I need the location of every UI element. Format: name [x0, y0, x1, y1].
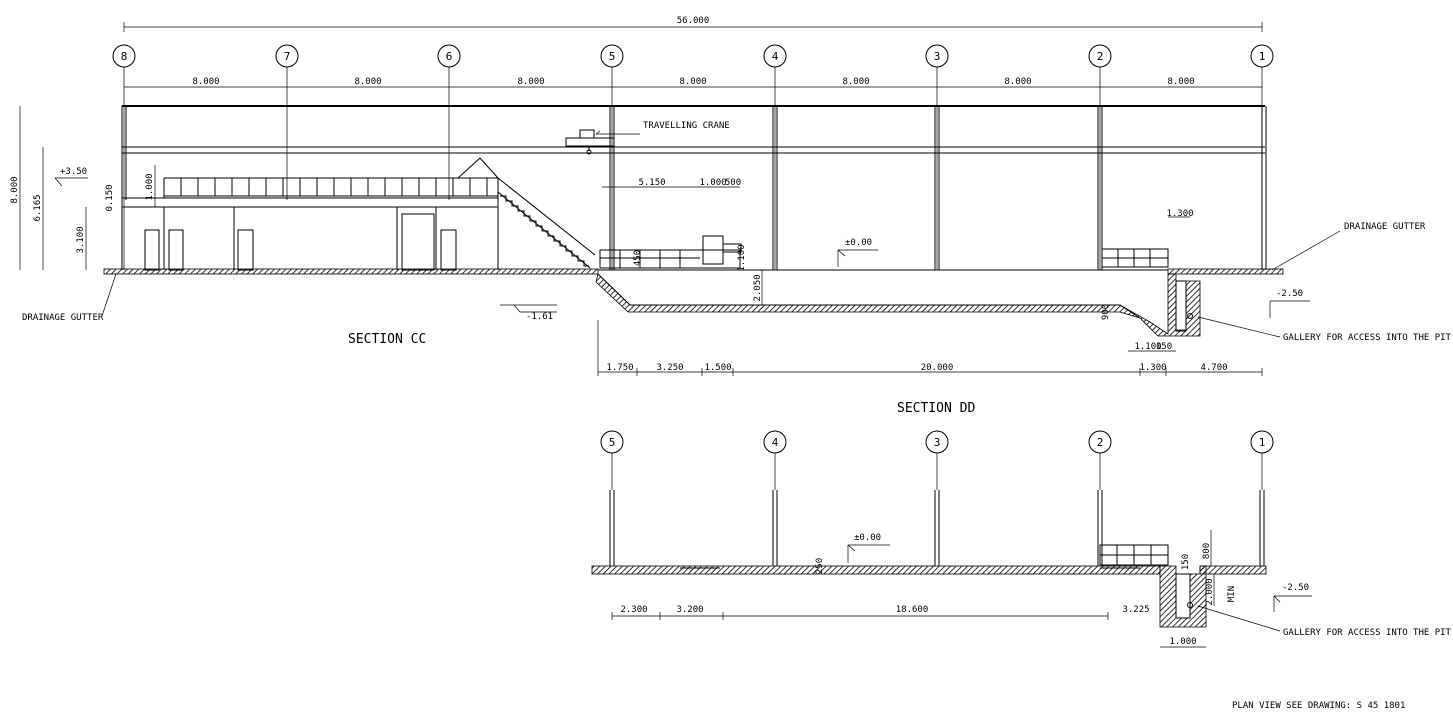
staircase [497, 177, 596, 269]
bay-dim-7: 8.000 [1167, 77, 1194, 87]
dd-grid-2-label: 2 [1097, 436, 1104, 449]
grid-5-label: 5 [609, 50, 616, 63]
dim-1000-dd: 1.000 [1169, 637, 1196, 647]
dim-2050: 2.050 [753, 274, 763, 301]
dim-450: 450 [633, 250, 643, 266]
dd-grid-4-label: 4 [772, 436, 779, 449]
bottom-dim-dd-3: 18.600 [896, 605, 929, 615]
pit-profile [595, 273, 1201, 337]
section-cc: 56.000 8.000 8.000 8.000 8.000 8.000 8.0… [10, 16, 1452, 376]
bottom-dim-cc-4: 20.000 [921, 363, 954, 373]
dim-8000: 8.000 [10, 176, 20, 203]
dim-6165: 6.165 [33, 194, 43, 221]
bottom-dim-dd-2: 3.200 [676, 605, 703, 615]
building-frame [121, 105, 1267, 270]
grid-8-label: 8 [121, 50, 128, 63]
section-cc-title: SECTION CC [348, 332, 426, 347]
bottom-dim-cc-5: 1.300 [1139, 363, 1166, 373]
cc-bottom-dims: 1.750 3.250 1.500 20.000 1.300 4.700 [597, 320, 1263, 376]
grid-3-label: 3 [934, 50, 941, 63]
crane-label: TRAVELLING CRANE [643, 121, 730, 131]
bottom-dim-cc-6: 4.700 [1200, 363, 1227, 373]
dd-grid-2: 2 [1088, 430, 1112, 566]
section-dd-title: SECTION DD [897, 401, 975, 416]
level-zero-cc: ±0.00 [845, 238, 872, 248]
grid-7: 7 [275, 44, 299, 200]
ground-line-cc [103, 268, 1284, 275]
dd-grid-3-label: 3 [934, 436, 941, 449]
gallery-label-cc: GALLERY FOR ACCESS INTO THE PIT [1283, 333, 1452, 343]
dd-grid-5: 5 [600, 430, 624, 566]
dim-500: 500 [725, 178, 741, 188]
bottom-dim-dd-4: 3.225 [1122, 605, 1149, 615]
grid-4: 4 [763, 44, 787, 270]
bay-dim-4: 8.000 [679, 77, 706, 87]
overall-dimension-label: 56.000 [677, 16, 710, 26]
bottom-dim-cc-1: 1.750 [606, 363, 633, 373]
dd-grid-1-label: 1 [1259, 436, 1266, 449]
bay-dim-6: 8.000 [1004, 77, 1031, 87]
grid-3: 3 [925, 44, 949, 270]
dim-1100: 1.100 [737, 244, 747, 271]
pit-railing-right [1101, 248, 1169, 268]
dd-grid-3: 3 [925, 430, 949, 566]
drainage-left-label: DRAINAGE GUTTER [22, 313, 104, 323]
level-plus350: +3.50 [60, 167, 87, 177]
dim-min: MIN [1227, 586, 1237, 602]
dim-3100: 3.100 [76, 226, 86, 253]
cc-annotations: +3.50 8.000 6.165 3.100 0.150 1.000 DRAI… [10, 106, 1452, 352]
bay-dim-3: 8.000 [517, 77, 544, 87]
bay-dim-5: 8.000 [842, 77, 869, 87]
bay-dim-2: 8.000 [354, 77, 381, 87]
bay-dimensions: 8.000 8.000 8.000 8.000 8.000 8.000 8.00… [124, 77, 1262, 88]
dd-railing [1099, 544, 1169, 566]
plan-view-note: PLAN VIEW SEE DRAWING: S 45 1801 [1232, 701, 1405, 711]
dd-grid-1: 1 [1250, 430, 1274, 566]
drainage-right-label: DRAINAGE GUTTER [1344, 222, 1426, 232]
grid-4-label: 4 [772, 50, 779, 63]
bottom-dim-dd-1: 2.300 [620, 605, 647, 615]
bottom-dim-cc-3: 1.500 [704, 363, 731, 373]
grid-2-label: 2 [1097, 50, 1104, 63]
bay-dim-1: 8.000 [192, 77, 219, 87]
level-minus250-dd: -2.50 [1282, 583, 1309, 593]
bottom-dim-cc-2: 3.250 [656, 363, 683, 373]
dim-250: 250 [815, 558, 825, 574]
dim-150: 150 [1156, 342, 1172, 352]
overall-dimension: 56.000 [123, 16, 1263, 32]
level-minus250-cc: -2.50 [1276, 289, 1303, 299]
grid-2: 2 [1088, 44, 1112, 270]
dim-1000-h: 1.000 [699, 178, 726, 188]
grid-6-label: 6 [446, 50, 453, 63]
gallery-label-dd: GALLERY FOR ACCESS INTO THE PIT [1283, 628, 1452, 638]
dim-0150: 0.150 [105, 184, 115, 211]
grid-6: 6 [437, 44, 461, 200]
grid-7-label: 7 [284, 50, 291, 63]
dim-5150: 5.150 [638, 178, 665, 188]
dim-900: 900 [1101, 304, 1111, 320]
grid-5: 5 [600, 44, 624, 270]
dim-2000: 2.000 [1205, 578, 1215, 605]
ground-line-dd [591, 565, 1267, 628]
dd-annotations: ±0.00 250 150 800 2.000 MIN -2.50 GALLER… [815, 530, 1452, 648]
dim-150-dd: 150 [1181, 554, 1191, 570]
dim-800: 800 [1202, 543, 1212, 559]
grid-1-label: 1 [1259, 50, 1266, 63]
section-dd: SECTION DD 5 4 3 2 [591, 401, 1452, 648]
grid-8: 8 [112, 44, 136, 270]
level-zero-dd: ±0.00 [854, 533, 881, 543]
dim-1100-h: 1.100 [1134, 342, 1161, 352]
travelling-crane-symbol: TRAVELLING CRANE [565, 121, 730, 155]
dd-bottom-dims: 2.300 3.200 18.600 3.225 [611, 605, 1150, 620]
dim-1300-top: 1.300 [1166, 209, 1193, 219]
dim-1000: 1.000 [145, 173, 155, 200]
dd-grid-5-label: 5 [609, 436, 616, 449]
level-minus161: -1.61 [526, 312, 553, 322]
pit-railing-left [599, 235, 742, 269]
office-block [122, 157, 499, 271]
dd-grid-4: 4 [763, 430, 787, 566]
